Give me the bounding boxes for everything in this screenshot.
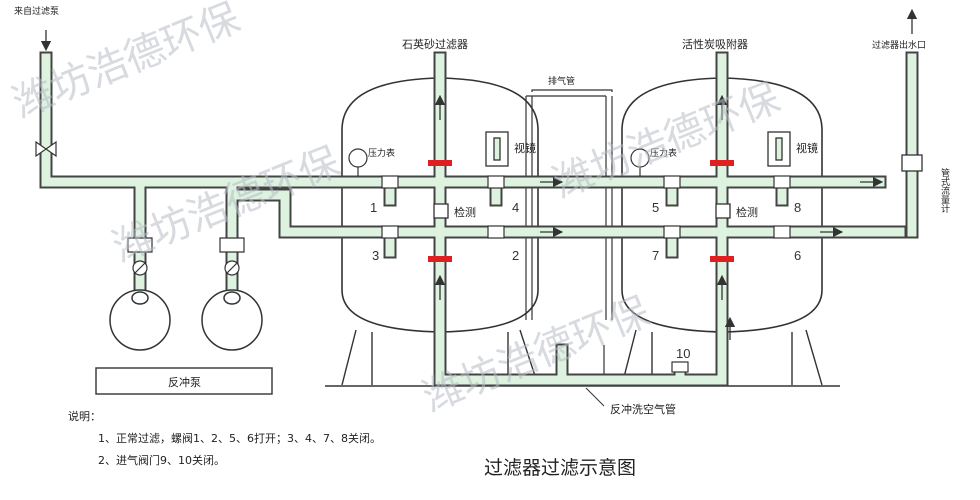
label-gauge-a: 压力表: [368, 147, 395, 159]
leader-backwash-air: [585, 387, 605, 407]
label-manhole-a: 检测: [454, 205, 476, 219]
notes-heading: 说明：: [68, 409, 101, 423]
label-outlet: 过滤器出水口: [872, 39, 926, 51]
label-vent-pipe: 排气管: [548, 75, 575, 87]
diagram-title: 过滤器过滤示意图: [484, 457, 636, 479]
backwash-pump-right: [201, 289, 263, 351]
valve-number-2: 2: [512, 248, 519, 263]
flow-arrows: [40, 8, 918, 340]
inlet-valve: [35, 140, 57, 158]
valve-number-4: 4: [512, 200, 519, 215]
label-quartz-filter: 石英砂过滤器: [402, 37, 468, 51]
valve-number-1: 1: [370, 200, 377, 215]
valve-number-3: 3: [372, 248, 379, 263]
label-sight-glass-a: 视镜: [514, 141, 536, 155]
valve-number-8: 8: [794, 200, 801, 215]
valve-number-6: 6: [794, 248, 801, 263]
pressure-gauge-b: [630, 148, 650, 176]
label-manhole-b: 检测: [736, 205, 758, 219]
pump-base: [95, 367, 273, 395]
sight-glass-a: [485, 131, 509, 167]
pipe-network: [39, 51, 919, 387]
sight-glass-b: [767, 131, 791, 167]
valve-number-5: 5: [652, 200, 659, 215]
backwash-pump-left: [109, 289, 171, 351]
label-gauge-b: 压力表: [650, 147, 677, 159]
branch-valves: [381, 175, 791, 373]
vent-pipe: [525, 89, 613, 385]
label-inlet-pump: 来自过滤泵: [14, 5, 59, 17]
label-backwash-air: 反冲洗空气管: [610, 402, 676, 416]
manhole-a: [433, 203, 449, 219]
label-flowmeter: 管式流量计: [939, 167, 950, 214]
pressure-gauge-a: [348, 148, 368, 176]
label-sight-glass-b: 视镜: [796, 141, 818, 155]
label-carbon-filter: 活性炭吸附器: [682, 37, 748, 51]
notes-line-1: 1、正常过滤，螺阀1、2、5、6打开；3、4、7、8关闭。: [98, 431, 381, 445]
valve-number-10: 10: [676, 346, 690, 361]
label-backwash-pump: 反冲泵: [168, 375, 201, 389]
manhole-b: [715, 203, 731, 219]
flowmeter-body: [901, 154, 923, 172]
pump-valves: [127, 237, 245, 276]
red-flow-marks: [428, 160, 734, 262]
notes-line-2: 2、进气阀门9、10关闭。: [98, 453, 225, 467]
valve-number-7: 7: [652, 248, 659, 263]
